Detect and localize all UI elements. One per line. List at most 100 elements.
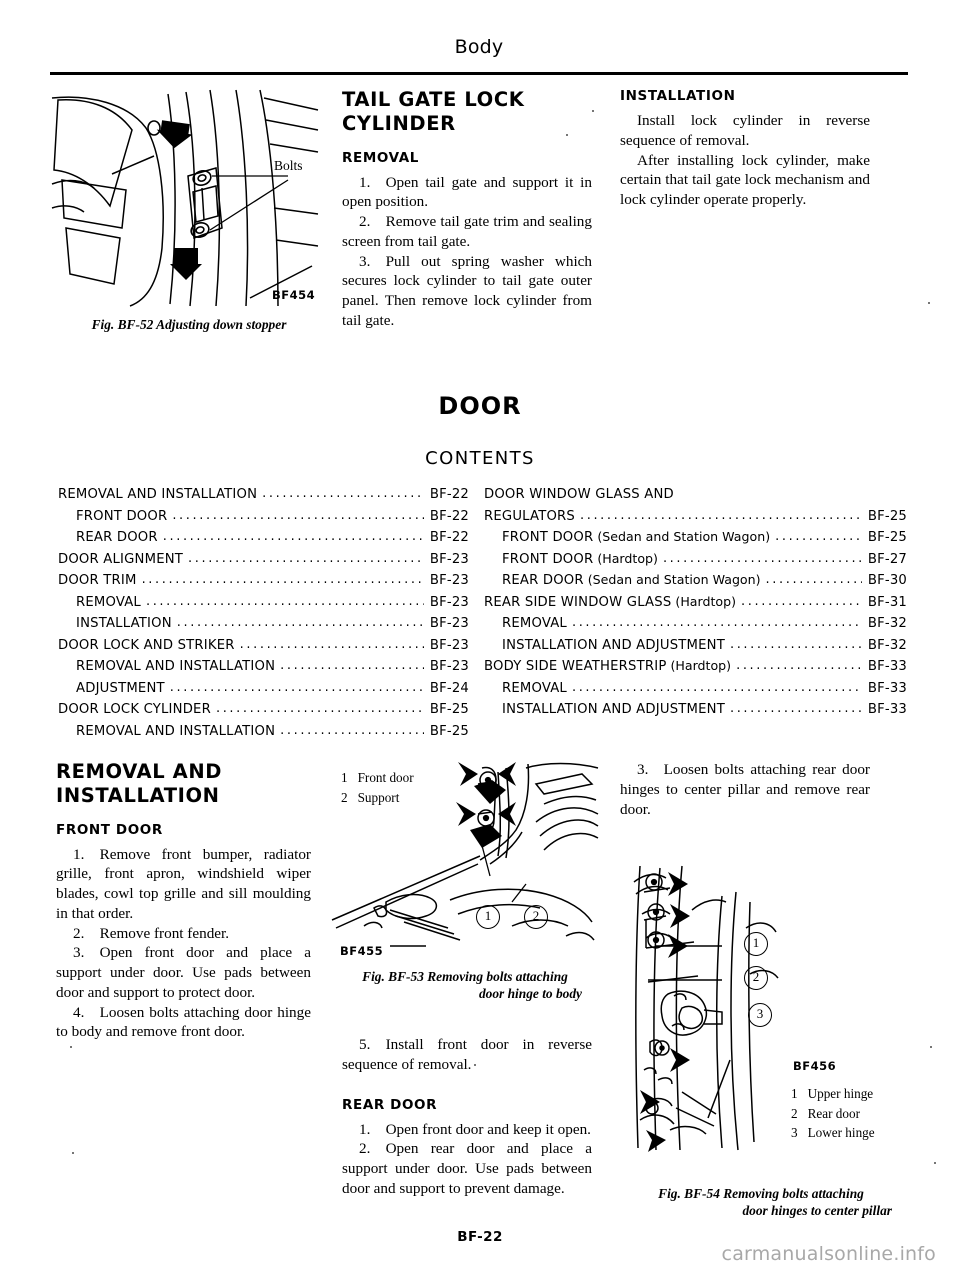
toc-left-entry[interactable]: DOOR LOCK AND STRIKER...................… — [58, 637, 469, 653]
toc-left-entry-page: BF-25 — [429, 702, 469, 717]
toc-right-entry-sublabel: (Hardtop) — [593, 550, 658, 566]
toc-right-entry[interactable]: REMOVAL.................................… — [484, 680, 907, 696]
toc-left-entry[interactable]: ADJUSTMENT..............................… — [58, 680, 469, 695]
figure-bf53-code: BF455 — [340, 944, 384, 958]
toc-right-entry-page: BF-33 — [867, 680, 907, 696]
toc-left-entry[interactable]: DOOR TRIM...............................… — [58, 573, 469, 588]
figure-bf54-legend-row: 3 Lower hinge — [790, 1123, 876, 1143]
toc-left-entry-label: REMOVAL AND INSTALLATION — [58, 487, 258, 502]
toc-left-entry-label: DOOR LOCK CYLINDER — [58, 702, 211, 717]
toc-left-entry-label: REMOVAL AND INSTALLATION — [76, 723, 276, 739]
figure-bf53-legend-row: 2 Support — [340, 788, 415, 808]
toc-left-entry[interactable]: REAR DOOR...............................… — [58, 530, 469, 545]
figure-bf54-callout-1: 1 — [744, 932, 768, 956]
scan-speck — [70, 1046, 72, 1048]
toc-right-entry-label: INSTALLATION AND ADJUSTMENT — [502, 702, 725, 717]
toc-left-entry[interactable]: DOOR LOCK CYLINDER......................… — [58, 702, 469, 717]
figure-bf53-legend-label-1: Front door — [357, 770, 414, 785]
tail-gate-installation-section: INSTALLATION Install lock cylinder in re… — [620, 88, 870, 210]
toc-right-entry-page: BF-32 — [867, 637, 907, 653]
tail-gate-lock-cylinder-heading: TAIL GATE LOCK CYLINDER — [342, 88, 592, 136]
figure-bf53-legend-num-1: 1 — [341, 770, 348, 785]
toc-right-entry-page: BF-32 — [867, 616, 907, 631]
toc-left-entry-page: BF-23 — [429, 659, 469, 674]
toc-left-entry-leader: ........................................… — [188, 551, 424, 565]
toc-right-entry[interactable]: INSTALLATION AND ADJUSTMENT.............… — [484, 637, 907, 653]
toc-right-entry[interactable]: DOOR WINDOW GLASS AND...................… — [484, 488, 907, 501]
toc-left-entry-page: BF-25 — [429, 723, 469, 739]
toc-left-entry-leader: ........................................… — [280, 723, 424, 737]
page-number: BF-22 — [457, 1229, 503, 1245]
table-of-contents-left: REMOVAL AND INSTALLATION................… — [58, 487, 469, 746]
toc-right-entry[interactable]: REAR SIDE WINDOW GLASS (Hardtop)........… — [484, 595, 907, 609]
toc-right-entry-leader: ........................................… — [662, 551, 862, 565]
toc-left-entry-page: BF-23 — [429, 573, 469, 588]
figure-bf54-legend: 1 Upper hinge 2 Rear door 3 Lower hinge — [790, 1084, 876, 1143]
toc-left-entry-leader: ........................................… — [262, 487, 424, 500]
toc-left-entry[interactable]: REMOVAL.................................… — [58, 594, 469, 610]
toc-left-entry[interactable]: INSTALLATION............................… — [58, 616, 469, 631]
toc-right-entry[interactable]: FRONT DOOR (Hardtop)....................… — [484, 550, 907, 566]
toc-right-entry-label: BODY SIDE WEATHERSTRIP — [484, 659, 667, 674]
scan-speck — [566, 134, 568, 136]
figure-bf53-caption-line2: door hinge to body — [478, 986, 582, 1002]
figure-bf53-artwork — [330, 760, 600, 950]
front-door-step-2: 2. Remove front fender. — [73, 924, 230, 942]
removal-installation-section: REMOVAL AND INSTALLATION FRONT DOOR 1. R… — [56, 760, 311, 1042]
page-header: Body — [50, 36, 908, 58]
toc-left-entry[interactable]: REMOVAL AND INSTALLATION................… — [58, 723, 469, 739]
toc-right-entry-leader: ........................................… — [729, 637, 862, 651]
figure-bf54-legend-num-2: 2 — [791, 1105, 798, 1121]
front-door-step-3: 3. Open front door and place a support u… — [56, 944, 311, 1001]
figure-bf52-artwork — [50, 88, 320, 308]
toc-left-entry[interactable]: REMOVAL AND INSTALLATION................… — [58, 659, 469, 674]
toc-left-entry-label: DOOR ALIGNMENT — [58, 551, 184, 567]
removal-installation-heading-line1: REMOVAL AND — [56, 760, 223, 783]
figure-bf54-legend-num-1: 1 — [791, 1086, 798, 1101]
toc-right-entry[interactable]: FRONT DOOR (Sedan and Station Wagon)....… — [484, 530, 907, 545]
tail-gate-removal-step-1: 1. Open tail gate and support it in open… — [342, 173, 592, 211]
figure-bf53-callout-1: 1 — [476, 905, 500, 929]
toc-left-entry-page: BF-23 — [429, 551, 469, 567]
toc-right-entry[interactable]: REGULATORS..............................… — [484, 509, 907, 523]
front-door-step-4: 4. Loosen bolts attaching door hinge to … — [56, 1003, 311, 1041]
figure-bf54-caption-line1: Fig. BF-54 Removing bolts attaching — [658, 1186, 864, 1201]
figure-bf54-legend-label-1: Upper hinge — [807, 1086, 874, 1101]
tail-gate-installation-paragraph-1: Install lock cylinder in reverse sequenc… — [620, 112, 870, 149]
toc-left-entry[interactable]: DOOR ALIGNMENT..........................… — [58, 551, 469, 567]
toc-left-entry-label: REMOVAL — [76, 594, 141, 610]
toc-left-entry-label: INSTALLATION — [76, 616, 172, 631]
figure-bf54-legend-row: 1 Upper hinge — [790, 1084, 876, 1104]
rear-door-step-3-block: 3. Loosen bolts attaching rear door hing… — [620, 760, 870, 819]
toc-right-entry-page: BF-25 — [867, 530, 907, 545]
toc-right-entry[interactable]: REAR DOOR (Sedan and Station Wagon).....… — [484, 573, 907, 588]
figure-bf53-caption-line1: Fig. BF-53 Removing bolts attaching — [362, 969, 568, 984]
figure-bf54-callout-2: 2 — [744, 966, 768, 990]
toc-right-entry[interactable]: BODY SIDE WEATHERSTRIP (Hardtop)........… — [484, 659, 907, 674]
toc-right-entry-page: BF-30 — [867, 573, 907, 588]
toc-left-entry-label: DOOR LOCK AND STRIKER — [58, 637, 235, 653]
toc-right-entry[interactable]: INSTALLATION AND ADJUSTMENT.............… — [484, 702, 907, 717]
toc-left-entry-leader: ........................................… — [239, 637, 424, 651]
toc-left-entry[interactable]: REMOVAL AND INSTALLATION................… — [58, 487, 469, 502]
figure-bf53-legend: 1 Front door 2 Support — [340, 768, 415, 807]
front-door-step-5: 5. Install front door in reverse sequenc… — [342, 1036, 592, 1073]
figure-bf53-callout-1-label: 1 — [484, 908, 492, 923]
toc-right-entry-leader: ........................................… — [571, 616, 862, 629]
toc-right-entry-label: INSTALLATION AND ADJUSTMENT — [502, 637, 725, 653]
toc-left-entry-leader: ........................................… — [162, 530, 424, 543]
toc-left-entry-leader: ........................................… — [172, 508, 424, 522]
toc-left-entry-page: BF-22 — [429, 530, 469, 545]
figure-bf54-callout-2-label: 2 — [752, 969, 760, 984]
contents-title: CONTENTS — [425, 448, 535, 469]
toc-left-entry-page: BF-23 — [429, 594, 469, 610]
rear-door-step-2: 2. Open rear door and place a support un… — [342, 1140, 592, 1197]
toc-left-entry-leader: ........................................… — [169, 680, 424, 694]
scan-speck — [474, 1064, 476, 1066]
toc-left-entry-label: REMOVAL AND INSTALLATION — [76, 659, 276, 674]
figure-bf53-legend-num-2: 2 — [341, 789, 348, 805]
watermark: carmanualsonline.info — [721, 1243, 936, 1265]
toc-left-entry[interactable]: FRONT DOOR..............................… — [58, 508, 469, 523]
figure-bf54-caption: Fig. BF-54 Removing bolts attaching door… — [620, 1185, 902, 1219]
toc-right-entry[interactable]: REMOVAL.................................… — [484, 616, 907, 631]
